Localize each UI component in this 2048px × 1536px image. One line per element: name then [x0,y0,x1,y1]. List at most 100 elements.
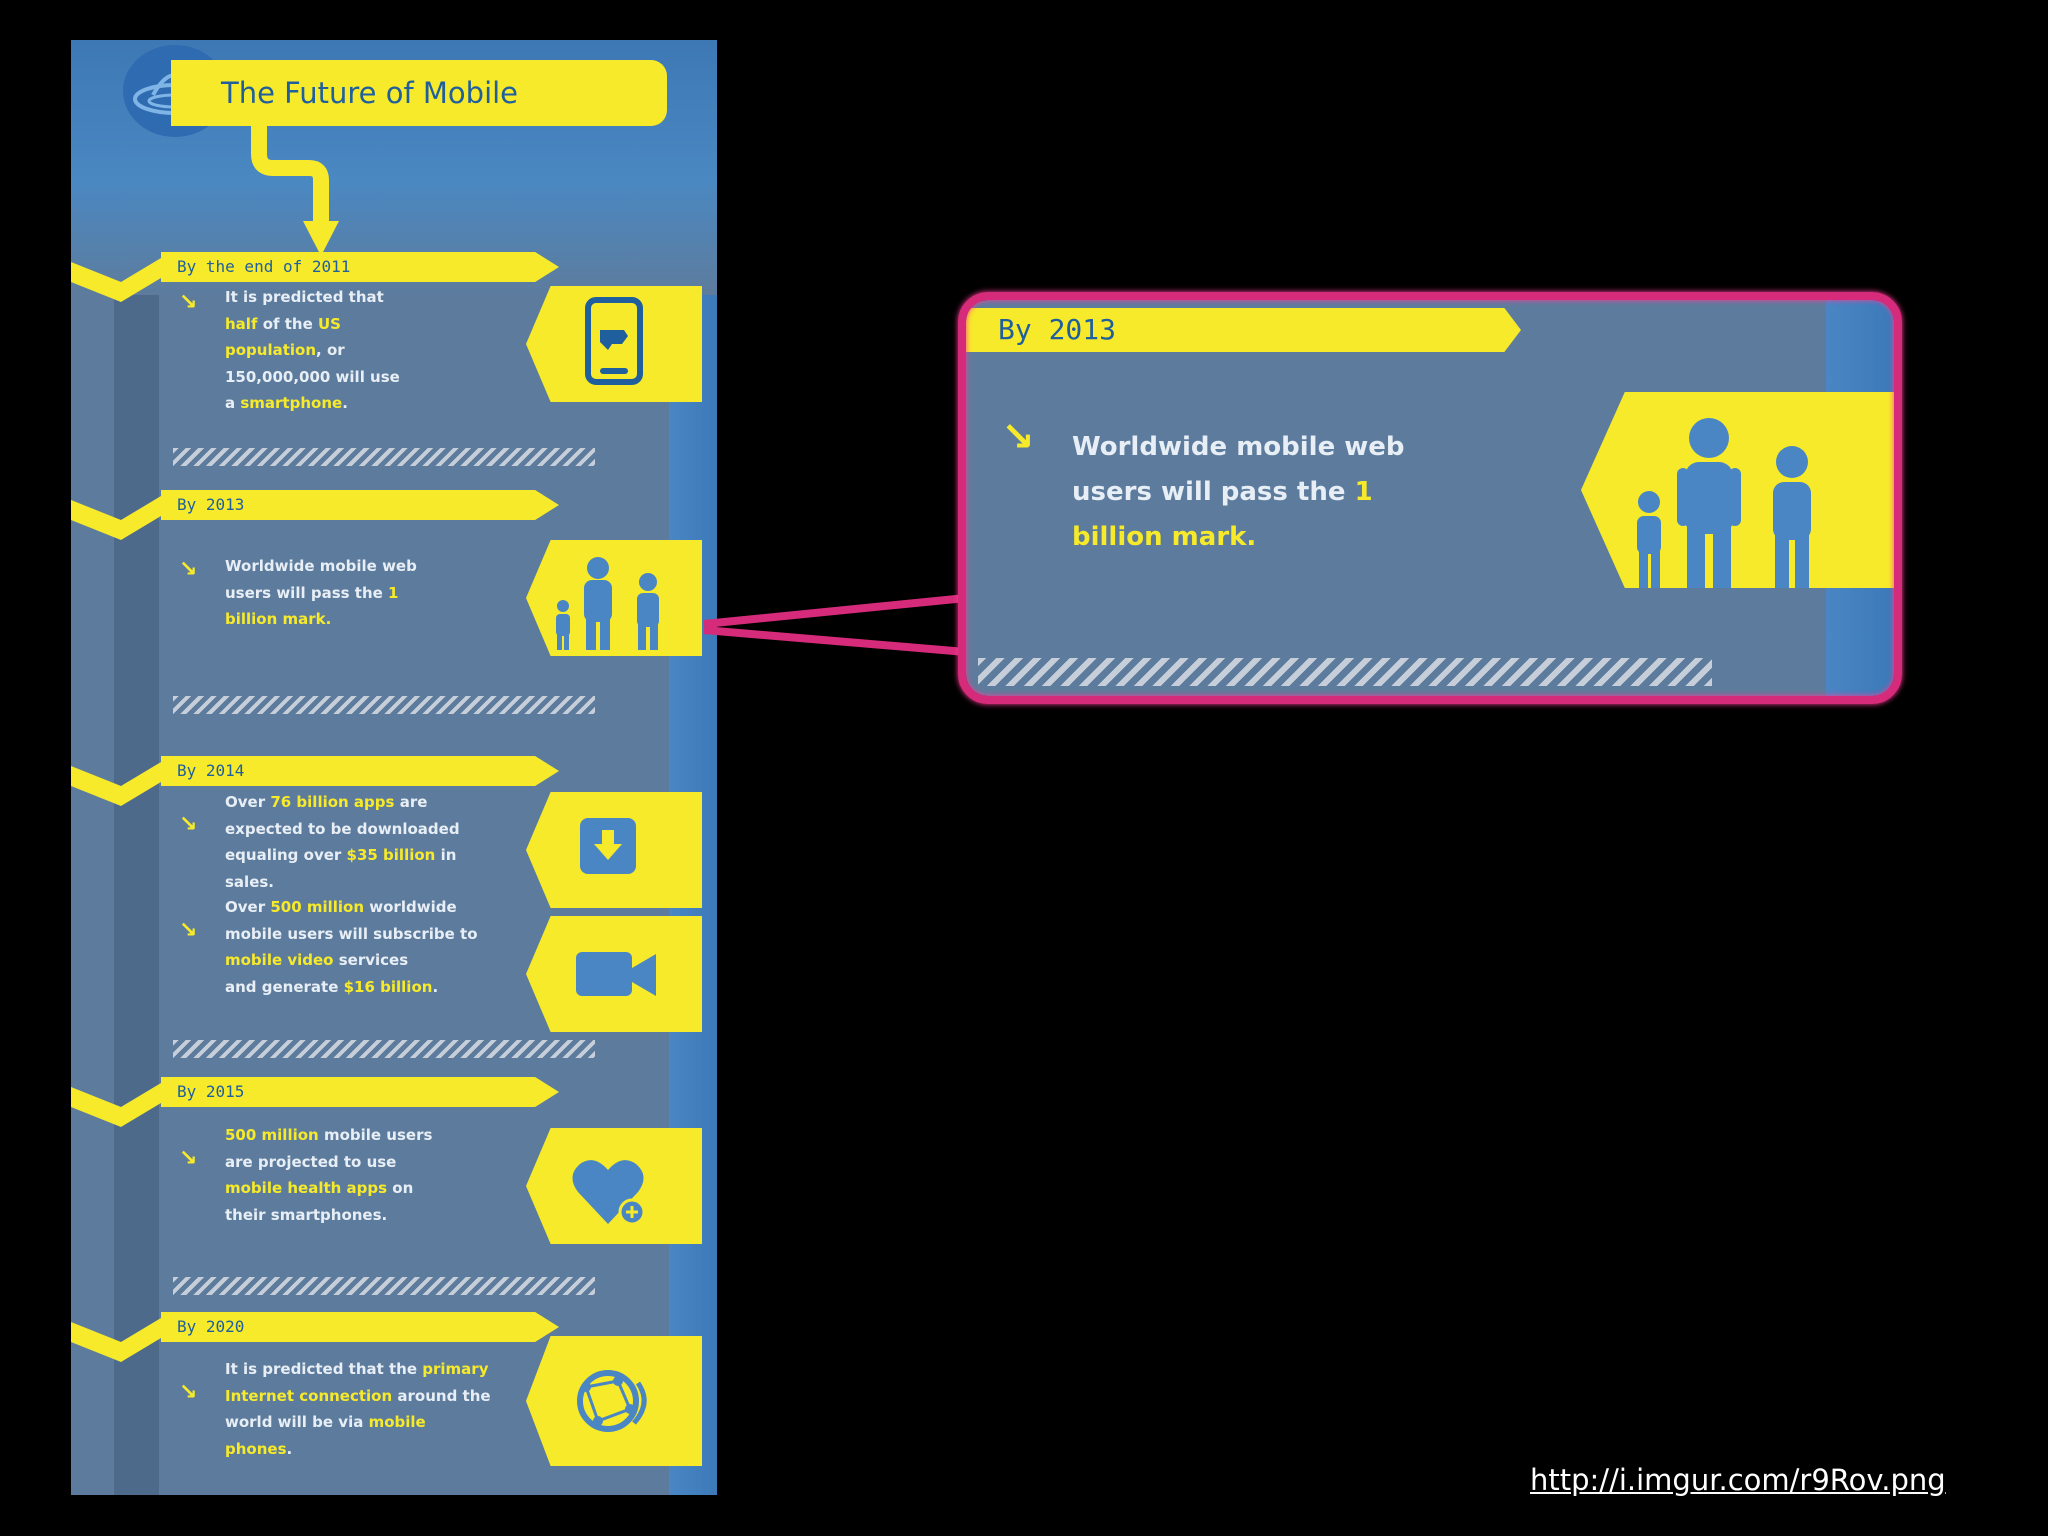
body-text: expected to be downloaded [225,819,460,838]
highlight-text: Internet connection [225,1386,393,1405]
body-text: Over [225,898,271,916]
body-text: and generate [225,977,344,996]
divider-stripe [173,1277,595,1295]
bullet-arrow-icon: ↘ [179,1146,198,1171]
year-banner [161,490,559,520]
text-line: phones. [225,1436,491,1463]
body-text: Worldwide mobile web [1072,432,1405,462]
globe-network-icon [577,1370,647,1432]
body-text: It is predicted that [225,288,384,306]
text-line: a smartphone. [225,390,400,417]
text-line: Over 76 billion apps are [225,789,460,816]
highlight-text: 500 million [270,898,365,916]
text-line: population, or [225,337,400,364]
year-label: By 2013 [177,495,245,514]
text-line: sales. [225,869,460,896]
zoom-year-label: By 2013 [998,313,1117,346]
zoom-bullet-arrow-icon: ↘ [1001,414,1035,460]
timeline-spine [114,295,159,1495]
zoom-divider-stripe [978,658,1712,686]
smartphone-icon [585,297,643,385]
body-text: their smartphones. [225,1205,388,1224]
infographic-title: The Future of Mobile [221,76,519,110]
timeline-chevron [71,490,171,540]
down-arrow-icon [251,126,339,256]
body-text: , or [316,341,345,359]
body-text: of the [257,314,318,333]
icon-tab [526,1336,702,1466]
divider-stripe [173,448,595,466]
text-line: expected to be downloaded [225,816,460,843]
body-text: around the [392,1386,491,1405]
body-text: world will be via [225,1413,369,1431]
text-line: users will pass the 1 [225,580,417,607]
highlight-text: 1 [388,583,399,602]
section-text: 500 million mobile users are projected to… [225,1122,432,1228]
body-text: . [286,1439,293,1458]
zoom-year-banner [966,308,1521,352]
body-text: equaling over [225,846,347,864]
bullet-arrow-icon: ↘ [179,290,198,315]
body-text: mobile users [318,1126,433,1144]
text-line: half of the US [225,311,400,338]
text-line: equaling over $35 billion in [225,842,460,869]
text-line: 150,000,000 will use [225,364,400,391]
text-line: mobile health apps on [225,1175,432,1202]
highlight-text: $16 billion [343,977,433,996]
bullet-arrow-icon: ↘ [179,1380,198,1405]
body-text: sales. [225,872,274,891]
video-camera-icon [576,952,656,996]
bullet-arrow-icon: ↘ [179,557,198,582]
body-text: It is predicted that the [225,1360,423,1378]
icon-tab [526,540,702,656]
body-text: are [394,793,428,811]
text-line: mobile users will subscribe to [225,921,478,948]
text-line: world will be via mobile [225,1409,491,1436]
year-banner [161,252,559,282]
highlight-text: $35 billion [346,846,436,864]
highlight-text: population [225,341,317,359]
highlight-text: primary [422,1360,489,1378]
text-line: billion mark. [1072,515,1405,560]
title-banner [171,60,667,126]
family-icon [1637,418,1811,588]
highlight-text: billion mark. [225,610,332,628]
icon-tab [526,1128,702,1244]
timeline-chevron [71,1312,171,1362]
highlight-text: 500 million [225,1126,319,1144]
body-text: Over [225,793,271,811]
body-text: . [342,394,348,412]
source-link[interactable]: http://i.imgur.com/r9Rov.png [1530,1463,1946,1497]
body-text: 150,000,000 will use [225,367,400,386]
callout-connector [703,594,967,656]
text-line: It is predicted that [225,284,400,311]
body-text: mobile users will subscribe to [225,924,478,943]
body-text: are projected to use [225,1152,397,1171]
text-line: It is predicted that the primary [225,1356,491,1383]
year-label: By 2014 [177,761,245,780]
callout-highlight-frame [958,292,1902,704]
body-text: Worldwide mobile web [225,557,417,575]
highlight-text: billion mark. [1072,522,1257,552]
highlight-text: half [225,314,258,333]
year-label: By the end of 2011 [177,257,351,276]
body-text: users will pass the [225,583,389,602]
body-text: services [333,951,409,969]
family-icon [556,557,659,650]
body-text: on [387,1179,414,1197]
highlight-text: mobile health apps [225,1179,388,1197]
year-banner [161,1077,559,1107]
section-text: Over 76 billion apps are expected to be d… [225,789,460,895]
text-line: billion mark. [225,606,417,633]
text-line: users will pass the 1 [1072,470,1405,515]
highlight-text: mobile [368,1413,426,1431]
zoom-text: Worldwide mobile web users will pass the … [1072,425,1405,560]
body-text: a [225,394,241,412]
year-label: By 2015 [177,1082,245,1101]
divider-stripe [173,696,595,714]
text-line: Worldwide mobile web [1072,425,1405,470]
highlight-text: mobile video [225,951,334,969]
